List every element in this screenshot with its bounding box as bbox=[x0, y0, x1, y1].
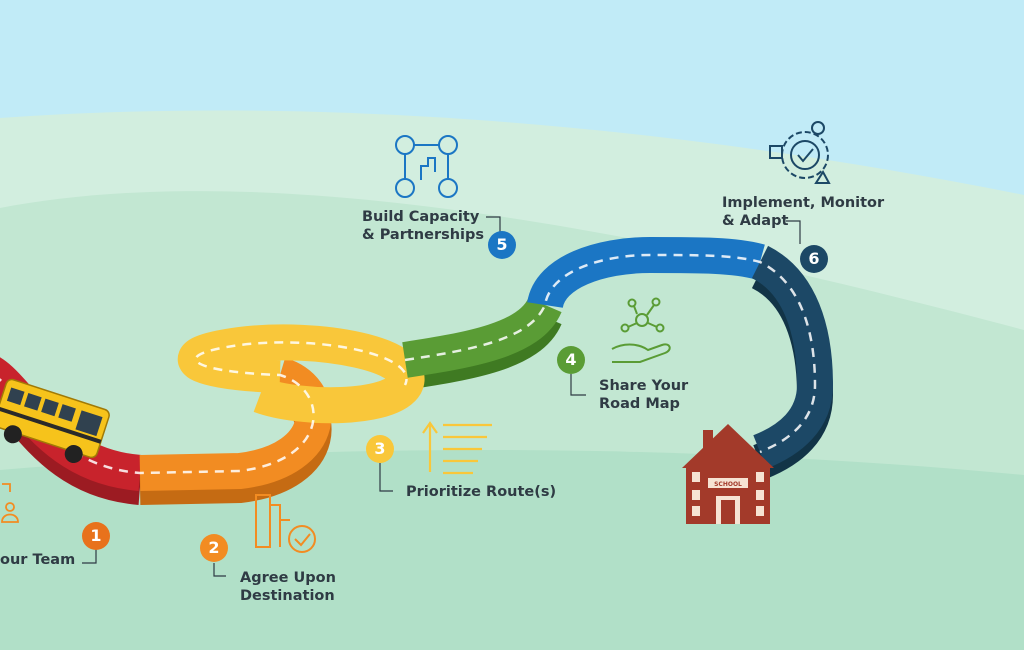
school-building bbox=[682, 424, 774, 524]
label-connectors bbox=[82, 216, 801, 577]
step-4-label: Share Your Road Map bbox=[599, 378, 689, 412]
step-5-badge: 5 bbox=[488, 231, 516, 259]
step-2-label: Agree Upon Destination bbox=[240, 570, 336, 604]
team-icon bbox=[1, 483, 19, 523]
step-3-label: Prioritize Route(s) bbox=[406, 484, 557, 500]
priority-list-icon bbox=[422, 421, 492, 475]
step-1-label: our Team bbox=[0, 552, 76, 568]
road-center-line bbox=[0, 253, 817, 475]
people-network-icon bbox=[395, 135, 458, 198]
step-6-badge: 6 bbox=[800, 245, 828, 273]
school-bus bbox=[0, 378, 110, 464]
step-2-badge: 2 bbox=[200, 534, 228, 562]
school-sign: SCHOOL bbox=[714, 481, 742, 488]
road-segment-yellow bbox=[177, 324, 425, 424]
step-3-badge: 3 bbox=[366, 435, 394, 463]
step-1-badge: 1 bbox=[82, 522, 110, 550]
step-4-badge: 4 bbox=[557, 346, 585, 374]
step-6-label: Implement, Monitor & Adapt bbox=[722, 195, 885, 229]
hand-network-icon bbox=[611, 297, 671, 363]
gear-cycle-icon bbox=[769, 121, 831, 184]
bar-chart-check-icon bbox=[255, 494, 316, 553]
step-5-label: Build Capacity & Partnerships bbox=[362, 209, 485, 243]
